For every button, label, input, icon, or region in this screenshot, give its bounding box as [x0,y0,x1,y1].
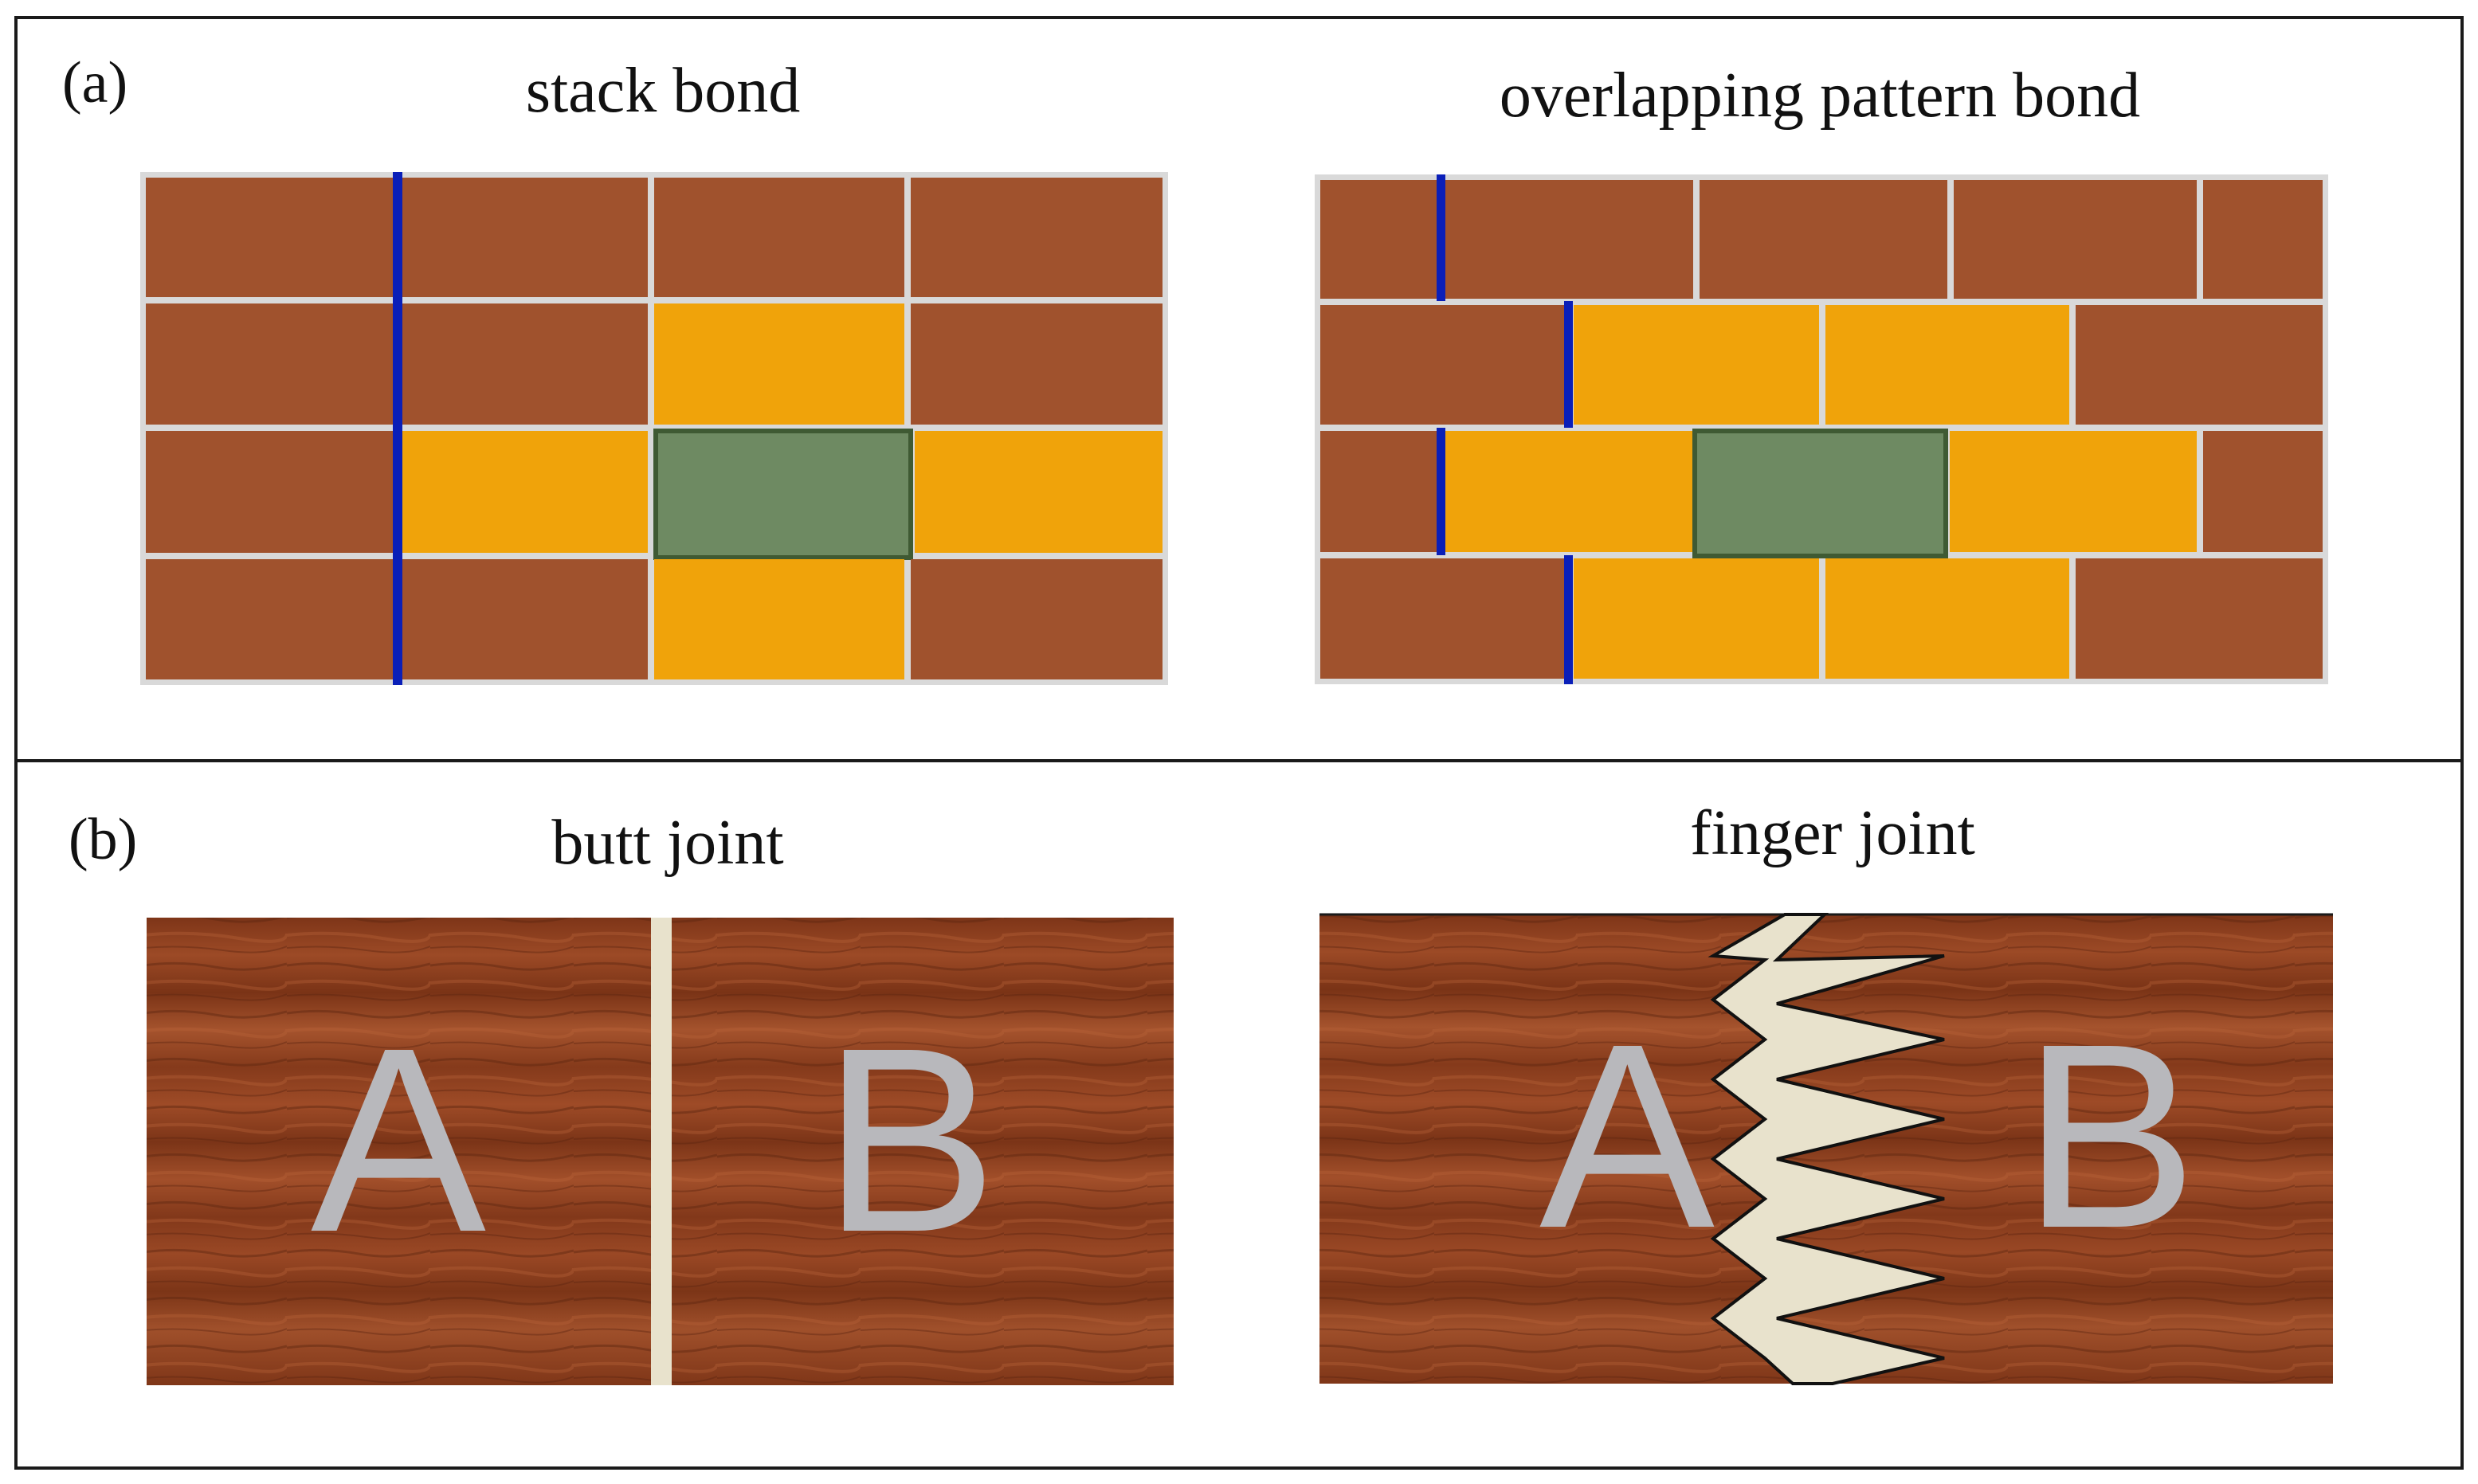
brick [911,178,1163,297]
joint-line-row3 [1437,428,1445,555]
brick [400,178,648,297]
brick [146,178,394,297]
piece-a-letter: A [311,993,488,1286]
center-brick [1692,429,1948,558]
panel-b-label: (b) [69,807,137,872]
neighbor-brick [1574,558,1819,679]
neighbor-brick [915,431,1163,553]
joint-line-row4 [1564,555,1573,684]
brick [1320,180,1439,299]
neighbor-brick [654,303,904,425]
finger-joint-diagram: A B [1319,913,2333,1385]
brick [400,303,648,425]
neighbor-brick [654,559,904,679]
brick [1320,558,1567,679]
stack-bond-diagram [140,172,1168,685]
finger-joint-caption: finger joint [1690,798,1975,868]
brick [911,559,1163,679]
overlap-bond-caption: overlapping pattern bond [1500,61,2140,131]
brick [1700,180,1947,299]
brick [146,559,394,679]
brick [146,303,394,425]
piece-b-letter: B [822,993,998,1286]
overlap-bond-bricks [1320,180,2323,679]
neighbor-brick [1825,558,2069,679]
brick [146,431,394,553]
brick [1320,305,1567,425]
brick [2076,305,2323,425]
brick [400,559,648,679]
neighbor-brick [1825,305,2069,425]
panel-a-label: (a) [62,50,127,116]
glue-line [651,918,672,1385]
brick [1320,431,1439,552]
brick [2203,180,2323,299]
overlap-bond-diagram [1315,174,2328,684]
brick [654,178,904,297]
wood-grain [147,918,651,1385]
wood-grain [672,918,1174,1385]
butt-joint-caption: butt joint [551,808,783,878]
finger-glue-zone [1708,913,1945,1385]
stack-bond-caption: stack bond [526,56,800,126]
brick [911,303,1163,425]
joint-line-row2 [1564,301,1573,428]
brick [1954,180,2197,299]
center-brick [653,429,913,560]
continuous-joint-line [393,172,402,685]
panel-b-frame [14,759,2464,1470]
piece-a-letter: A [1539,989,1716,1282]
neighbor-brick [1574,305,1819,425]
piece-b-letter: B [2022,989,2198,1282]
neighbor-brick [1445,431,1693,552]
stack-bond-bricks [146,178,1163,679]
joint-line-row1 [1437,174,1445,301]
brick [1445,180,1693,299]
neighbor-brick [1950,431,2197,552]
brick [2203,431,2323,552]
butt-joint-diagram: A B [147,918,1174,1385]
brick [2076,558,2323,679]
neighbor-brick [400,431,648,553]
